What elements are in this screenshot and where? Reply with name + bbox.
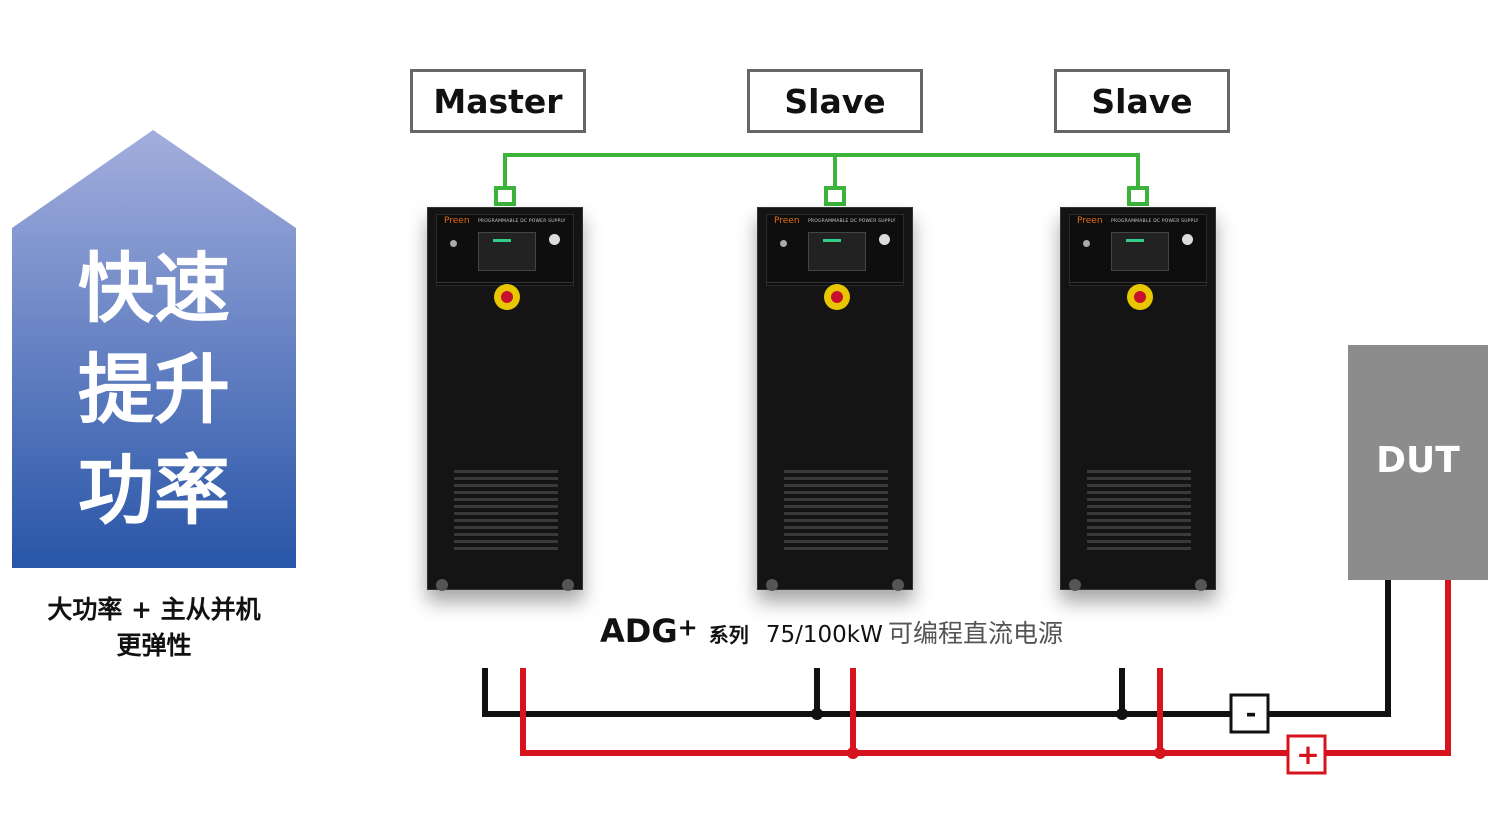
knob-icon bbox=[879, 234, 890, 245]
caption-line-1: 大功率 + 主从并机 bbox=[47, 595, 261, 624]
slave-label-1: Slave bbox=[747, 69, 923, 133]
master-label: Master bbox=[410, 69, 586, 133]
series: 系列 bbox=[708, 623, 749, 647]
power-button bbox=[780, 240, 787, 247]
emergency-stop-icon bbox=[824, 284, 850, 310]
dut-label: DUT bbox=[1376, 440, 1460, 481]
arrow-text-1: 快速 bbox=[78, 244, 230, 333]
plus-terminal bbox=[1286, 734, 1327, 775]
knob-icon bbox=[1182, 234, 1193, 245]
connector-icon bbox=[494, 186, 516, 206]
knob-icon bbox=[549, 234, 560, 245]
brand-logo: Preen bbox=[774, 216, 800, 226]
arrow-text-3: 功率 bbox=[78, 446, 230, 535]
minus-terminal bbox=[1229, 693, 1270, 734]
negative-bus bbox=[482, 580, 1391, 717]
slave-label-2: Slave bbox=[1054, 69, 1230, 133]
vent-grille bbox=[454, 470, 558, 550]
panel-title: PROGRAMMABLE DC POWER SUPPLY bbox=[1111, 219, 1199, 224]
product-caption: ADG+ 系列 75/100kW 可编程直流电源 bbox=[600, 612, 1063, 650]
power-button bbox=[450, 240, 457, 247]
emergency-stop-icon bbox=[494, 284, 520, 310]
model: ADG bbox=[600, 612, 678, 650]
connector-icon bbox=[1127, 186, 1149, 206]
vent-grille bbox=[1087, 470, 1191, 550]
panel-title: PROGRAMMABLE DC POWER SUPPLY bbox=[478, 219, 566, 224]
description: 可编程直流电源 bbox=[887, 619, 1063, 648]
display-screen bbox=[478, 232, 536, 271]
connector-icon bbox=[824, 186, 846, 206]
comm-bus bbox=[494, 153, 1149, 206]
brand-logo: Preen bbox=[1077, 216, 1103, 226]
vent-grille bbox=[784, 470, 888, 550]
panel-title: PROGRAMMABLE DC POWER SUPPLY bbox=[808, 219, 896, 224]
power-supply-master: Preen PROGRAMMABLE DC POWER SUPPLY bbox=[427, 207, 583, 591]
arrow-banner bbox=[12, 130, 296, 568]
power: 75/100kW bbox=[765, 622, 883, 648]
arrow-text-2: 提升 bbox=[78, 345, 230, 434]
dut-box: DUT bbox=[1348, 345, 1488, 580]
brand-logo: Preen bbox=[444, 216, 470, 226]
model-sup: + bbox=[677, 613, 698, 642]
caption-line-2: 更弹性 bbox=[116, 631, 192, 660]
minus-sign: - bbox=[1245, 699, 1257, 729]
positive-bus bbox=[520, 580, 1451, 756]
display-screen bbox=[808, 232, 866, 271]
emergency-stop-icon bbox=[1127, 284, 1153, 310]
power-supply-slave-1: Preen PROGRAMMABLE DC POWER SUPPLY bbox=[757, 207, 913, 591]
display-screen bbox=[1111, 232, 1169, 271]
power-button bbox=[1083, 240, 1090, 247]
plus-sign: + bbox=[1296, 738, 1320, 771]
power-supply-slave-2: Preen PROGRAMMABLE DC POWER SUPPLY bbox=[1060, 207, 1216, 591]
